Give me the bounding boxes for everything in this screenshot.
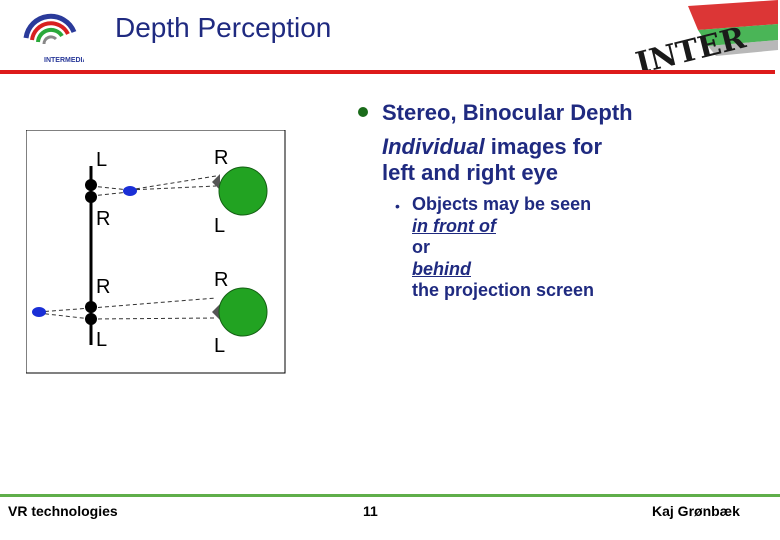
inter-logo-icon: INTER — [632, 0, 778, 72]
page-number: 11 — [363, 503, 378, 519]
screen-upper-label: R — [96, 276, 110, 298]
svg-text:INTER: INTER — [632, 20, 750, 72]
eye-upper-label: R — [214, 147, 228, 169]
screen-image-point — [85, 301, 97, 313]
sightline — [128, 175, 217, 191]
screen-upper-label: L — [96, 149, 107, 171]
viewer-head-icon — [218, 166, 268, 216]
bullet-subtext: Individual images for left and right eye — [382, 134, 602, 186]
sightline — [37, 307, 92, 313]
bullet-icon — [358, 107, 368, 117]
title-divider — [0, 70, 775, 74]
sub-line-4: behind — [412, 258, 471, 279]
svg-text:INTERMEDIA: INTERMEDIA — [44, 57, 84, 64]
sightline — [90, 185, 130, 191]
eye-nose — [212, 304, 220, 320]
sightline — [128, 185, 217, 191]
bullet-sub-rest-1: images for — [484, 134, 603, 159]
virtual-object — [32, 307, 46, 317]
sightline — [90, 191, 130, 197]
bullet-sub-rest-2: left and right eye — [382, 160, 559, 185]
footer-divider — [0, 494, 780, 497]
bullet-sub-italic: Individual — [382, 134, 485, 159]
eye-upper-label: R — [214, 269, 228, 291]
intermedia-logo-icon: INTERMEDIA — [23, 13, 84, 64]
sub-bullet-icon: • — [395, 198, 400, 214]
stereo-depth-diagram: L R R L R L R L — [26, 130, 286, 374]
sub-bullet-text: Objects may be seen in front of or behin… — [412, 194, 594, 302]
footer-author: Kaj Grønbæk — [652, 503, 740, 519]
virtual-object — [123, 186, 137, 196]
screen-lower-label: R — [96, 208, 110, 230]
sub-line-2: in front of — [412, 215, 496, 236]
screen-lower-label: L — [96, 329, 107, 351]
sub-line-1: Objects may be seen — [412, 194, 592, 214]
sub-line-3: or — [412, 237, 430, 257]
eye-lower-label: L — [214, 215, 225, 237]
screen-image-point — [85, 179, 97, 191]
sightline — [37, 312, 92, 320]
screen-image-point — [85, 191, 97, 203]
bullet-heading: Stereo, Binocular Depth — [382, 100, 633, 125]
screen-image-point — [85, 313, 97, 325]
slide-title: Depth Perception — [115, 12, 332, 43]
footer-course: VR technologies — [8, 503, 118, 519]
sub-line-5: the projection screen — [412, 280, 595, 300]
eye-lower-label: L — [214, 335, 225, 357]
viewer-head-icon — [218, 287, 268, 337]
eye-nose — [212, 174, 220, 190]
diagram-frame — [26, 130, 286, 374]
